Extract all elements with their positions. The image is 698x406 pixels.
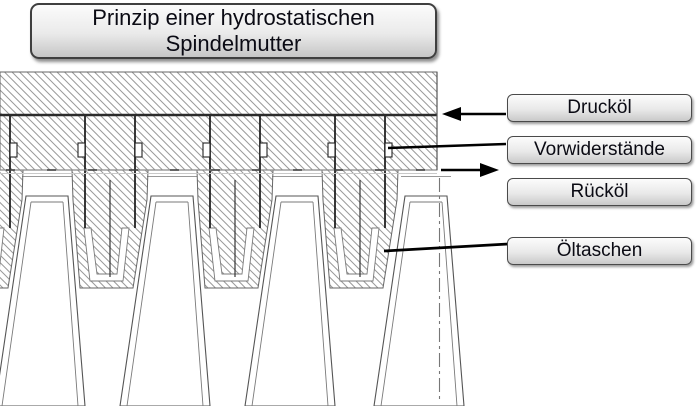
label-rueckoel: Rücköl	[507, 178, 692, 206]
label-druckoel-text: Drucköl	[567, 97, 632, 118]
oeltaschen-leader	[383, 242, 509, 253]
oil-gap-lines	[0, 169, 437, 174]
title-box: Prinzip einer hydrostatischen Spindelmut…	[30, 3, 437, 59]
title-line-2: Spindelmutter	[165, 31, 302, 56]
druckoel-arrow	[442, 107, 506, 121]
label-oeltaschen: Öltaschen	[507, 237, 692, 265]
vorwiderstaende-leader	[387, 142, 507, 150]
label-rueckoel-text: Rücköl	[570, 181, 629, 202]
label-vorwiderstaende: Vorwiderstände	[507, 136, 692, 164]
nut-body	[0, 71, 438, 171]
title-line-1: Prinzip einer hydrostatischen	[92, 5, 375, 30]
label-vorwiderstaende-text: Vorwiderstände	[534, 139, 665, 160]
rueckoel-arrow	[441, 163, 499, 177]
label-oeltaschen-text: Öltaschen	[556, 240, 643, 261]
label-druckoel: Drucköl	[507, 94, 692, 122]
